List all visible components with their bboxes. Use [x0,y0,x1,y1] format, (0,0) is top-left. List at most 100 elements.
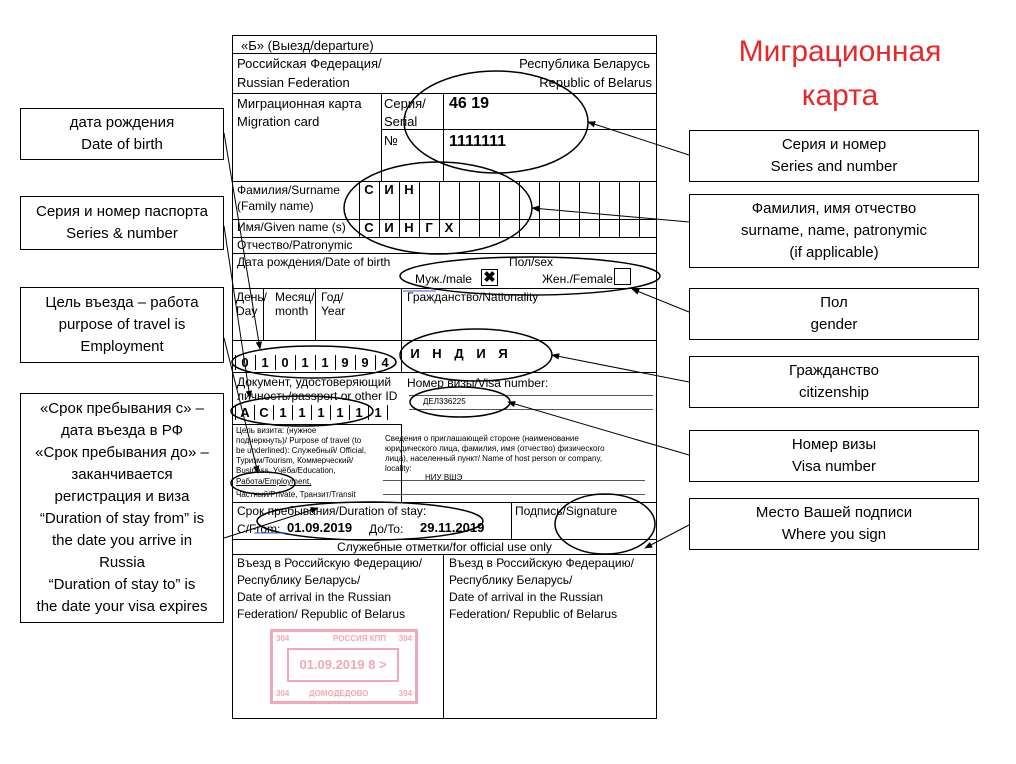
annotation-text: the date your visa expires [36,598,208,615]
grid-line [579,181,580,237]
host-line: Сведения о приглашающей стороне (наимено… [385,434,579,443]
passport-char: С [254,405,273,420]
passport-char: 1 [368,405,388,420]
passport-row: А С 1 1 1 1 1 1 [235,405,395,423]
annotation-text: дата въезда в РФ [60,422,184,439]
serial-label-ru: Серия/ [384,96,426,111]
surname-letter: С [364,182,374,197]
number-value: 1111111 [449,133,506,150]
dob-label: Дата рождения/Date of birth [237,255,391,269]
nationality-letter: И [476,346,486,361]
to-value: 29.11.2019 [420,520,485,535]
stamp-corner: 304 [276,689,290,698]
entry-line: Въезд в Российскую Федерацию/ [237,556,422,570]
host-line: locality: [385,464,412,473]
dob-row: 0 1 0 1 1 9 9 4 [235,354,397,372]
card-line [381,129,656,130]
female-label: Жен./Female [542,272,613,286]
serial-label-en: Serial [384,114,418,129]
female-checkbox[interactable] [614,268,631,285]
russia-ru: Российская Федерация/ [237,56,382,71]
card-line [233,340,656,341]
card-line [233,181,656,182]
stamp-top: РОССИЯ КПП [333,634,387,643]
surname-label: Фамилия/Surname [237,183,340,197]
card-line [401,288,402,372]
annotation-text: Where you sign [781,526,887,543]
given-name-letter: Г [425,220,433,235]
male-checkbox[interactable]: ✖ [481,269,498,286]
card-line [233,502,656,503]
nationality-letter: Н [432,346,442,361]
annotation-text: Date of birth [81,136,163,153]
stamp-corner: 304 [398,634,412,643]
title-line-2: карта [801,79,879,112]
male-label: Муж./male [415,272,472,286]
annotation-purpose: Цель въезда – работа purpose of travel i… [20,287,224,363]
signature-label: Подпись/Signature [515,504,618,518]
entry-line-right: Federation/ Republic of Belarus [449,607,618,621]
passport-char: 1 [292,405,311,420]
annotation-signature: Место Вашей подписи Where you sign [689,498,979,550]
page-title: Миграционная карта [720,30,960,118]
stamp-date: 01.09.2019 8 > [287,648,399,682]
nationality-row: И Н Д И Я [405,346,535,366]
annotation-text: “Duration of stay to” is [48,576,196,593]
given-name-letter: Х [444,220,454,235]
card-line [443,93,444,181]
entry-line: Date of arrival in the Russian [237,590,392,604]
card-line [409,409,653,410]
dob-digit: 1 [295,355,314,370]
annotation-dob: дата рождения Date of birth [20,108,224,160]
title-line-1: Миграционная [738,35,942,68]
entry-line-right: Date of arrival in the Russian [449,590,604,604]
year-label-en: Year [321,304,346,318]
dob-digit: 9 [335,355,354,370]
grid-line [619,181,620,237]
day-label: День/ [236,290,268,304]
serial-value: 46 19 [449,95,490,112]
annotation-text: Series & number [66,225,178,242]
grid-line [559,181,560,237]
annotation-text: surname, name, patronymic [741,222,927,239]
belarus-en: Republic of Belarus [539,75,652,90]
purpose-line: Business, Учёба/Education, [236,466,336,475]
annotation-passport: Серия и номер паспорта Series & number [20,196,224,250]
card-line [233,288,656,289]
grid-line [639,181,640,237]
dob-digit: 9 [355,355,374,370]
annotation-text: Цель въезда – работа [45,294,199,311]
card-line [383,480,645,481]
number-label: № [384,133,398,148]
annotation-text: Пол [820,294,848,311]
annotation-name: Фамилия, имя отчество surname, name, pat… [689,194,979,268]
annotation-text: Series and number [770,158,898,175]
annotation-stay: «Срок пребывания с» – дата въезда в РФ «… [20,393,224,623]
stamp-corner: 304 [276,634,290,643]
dob-digit: 4 [375,355,394,370]
surname-letter: Н [404,182,414,197]
nationality-letter: Я [498,346,508,361]
month-label: Месяц/ [275,290,315,304]
given-name-letter: И [384,220,394,235]
card-header: «Б» (Выезд/departure) [241,38,374,53]
card-line [401,424,402,502]
grid-line [519,181,520,237]
card-line [315,288,316,340]
annotation-text: Гражданство [789,362,879,379]
entry-line-right: Въезд в Российскую Федерацию/ [449,556,634,570]
annotation-text: дата рождения [69,114,175,131]
migration-card-ru: Миграционная карта [237,96,362,111]
annotation-text: Номер визы [791,436,877,453]
annotation-text: (if applicable) [789,244,879,261]
card-line [233,424,401,425]
passport-char: 1 [330,405,349,420]
from-label: С/From: [237,522,281,536]
grid-line [479,181,480,237]
surname-label-en: (Family name) [237,199,314,213]
annotation-text: заканчивается [71,466,173,483]
entry-line-right: Республику Беларусь/ [449,573,573,587]
given-name-label: Имя/Given name (s) [237,220,346,234]
annotation-text: Место Вашей подписи [755,504,913,521]
purpose-line: Цель визита: (нужное [236,426,317,435]
